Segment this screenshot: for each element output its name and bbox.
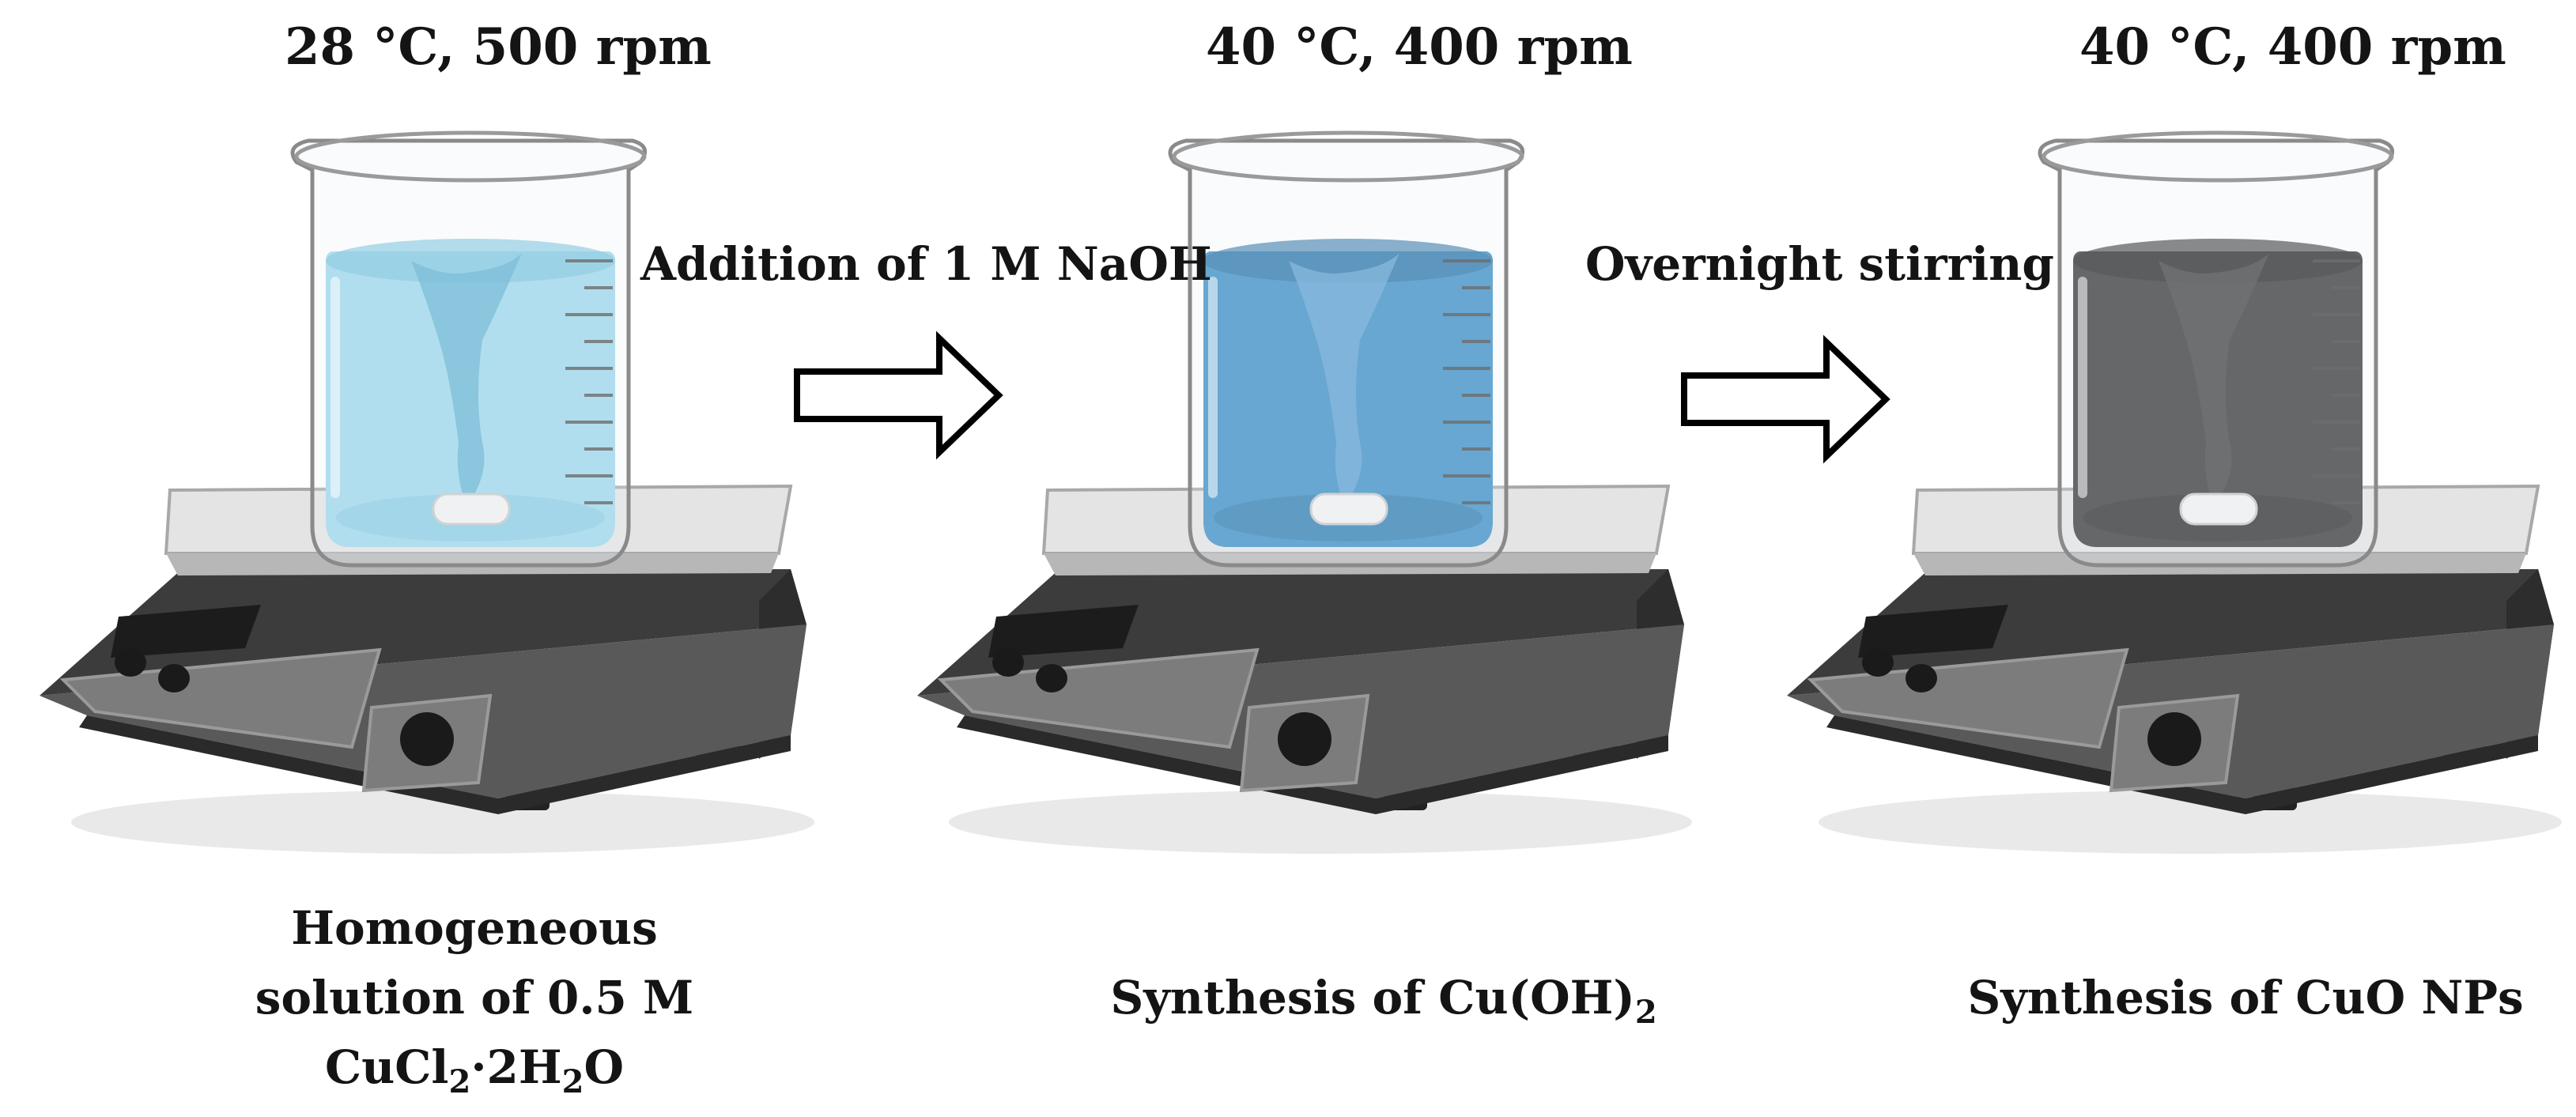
arrow-1-label: Addition of 1 M NaOH <box>640 237 1212 291</box>
control-panel <box>1807 647 2129 749</box>
plate-shadow <box>949 791 1692 854</box>
control-panel <box>937 647 1260 749</box>
stage-1-caption: Homogeneous solution of 0.5 M CuCl2·2H2O <box>237 893 712 1102</box>
stage-1-group <box>40 130 814 854</box>
button-2 <box>1036 664 1067 692</box>
beaker-glass <box>290 138 648 568</box>
stage-1-caption-line-1: Homogeneous <box>291 901 658 955</box>
glass-highlight <box>2078 277 2087 498</box>
plate-shadow <box>71 791 814 854</box>
button-1 <box>992 648 1024 677</box>
stage-2-beaker <box>1168 130 1525 568</box>
stage-1-beaker <box>290 130 648 568</box>
solution-surface <box>326 239 615 283</box>
body-bottom <box>498 735 791 814</box>
beaker-glass <box>1168 138 1525 568</box>
stage-2-caption: Synthesis of Cu(OH)2 <box>1110 971 1657 1031</box>
stage-2-condition: 40 °C, 400 rpm <box>1206 17 1633 77</box>
vortex <box>2159 253 2269 506</box>
vortex <box>411 253 522 506</box>
beaker-rim <box>1172 130 1524 183</box>
stir-bar <box>2179 492 2258 526</box>
stage-2-hotplate <box>917 484 1692 854</box>
graduation-marks <box>1443 259 1490 504</box>
stage-3-caption: Synthesis of CuO NPs <box>1967 971 2524 1025</box>
stage-3-group <box>1787 130 2562 854</box>
arrow-2-label: Overnight stirring <box>1585 237 2054 291</box>
glass-highlight <box>330 277 340 498</box>
stage-2-group <box>917 130 1692 854</box>
body-bottom <box>2246 735 2538 814</box>
button-2 <box>1906 664 1937 692</box>
vortex <box>1289 253 1399 506</box>
button-1 <box>115 648 146 677</box>
button-2 <box>158 664 190 692</box>
stir-bar <box>432 492 511 526</box>
stage-3-beaker <box>2038 130 2395 568</box>
stage-3-hotplate <box>1787 484 2562 854</box>
glass-highlight <box>1208 277 1218 498</box>
stage-1-caption-line-2: solution of 0.5 M <box>255 971 694 1025</box>
body-bottom <box>1376 735 1668 814</box>
beaker-rim <box>2042 130 2394 183</box>
button-1 <box>1862 648 1894 677</box>
process-arrow-2 <box>1681 334 1890 464</box>
solution-surface <box>1203 239 1493 283</box>
knob <box>2147 712 2201 766</box>
beaker-glass <box>2038 138 2395 568</box>
plate-shadow <box>1819 791 2562 854</box>
display-screen <box>988 605 1139 658</box>
display-screen <box>1858 605 2008 658</box>
graduation-marks <box>565 259 613 504</box>
control-panel <box>59 647 382 749</box>
solution-surface <box>2073 239 2363 283</box>
stage-3-condition: 40 °C, 400 rpm <box>2079 17 2506 77</box>
stage-1-hotplate <box>40 484 814 854</box>
display-screen <box>111 605 261 658</box>
graduation-marks <box>2313 259 2360 504</box>
stage-1-formula: CuCl2·2H2O <box>324 1040 625 1100</box>
process-arrow-1 <box>794 330 1003 460</box>
knob <box>1278 712 1331 766</box>
beaker-rim <box>294 130 647 183</box>
knob <box>400 712 454 766</box>
stir-bar <box>1309 492 1388 526</box>
stage-1-condition: 28 °C, 500 rpm <box>285 17 712 77</box>
